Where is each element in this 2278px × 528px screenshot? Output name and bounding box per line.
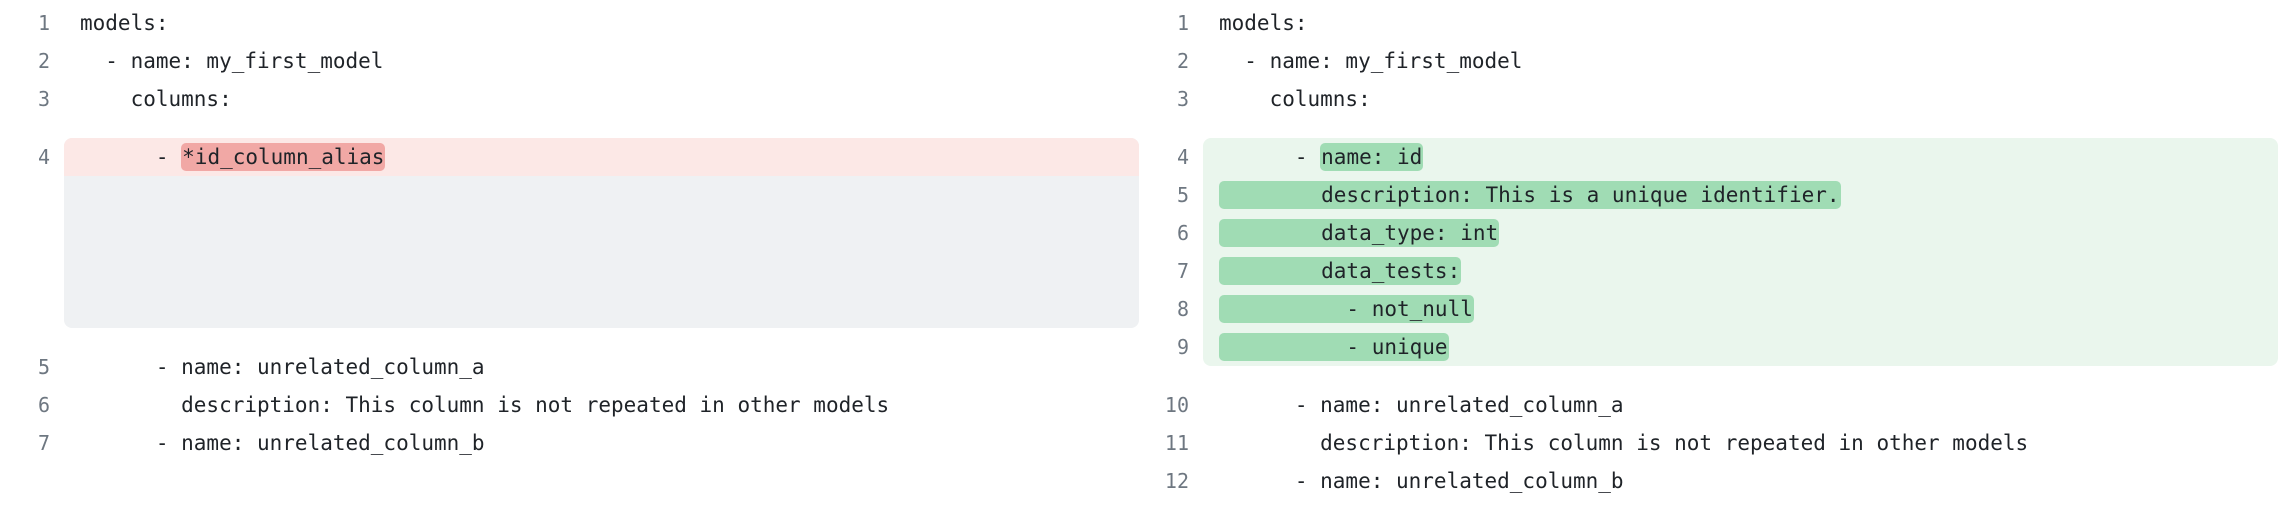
line-text: models: — [80, 11, 169, 35]
line-number: 5 — [37, 355, 50, 379]
code-line[interactable]: 1 models: — [1147, 4, 2278, 42]
line-number: 6 — [37, 393, 50, 417]
line-text: data_tests: — [1203, 252, 1462, 290]
code-line[interactable]: 11 description: This column is not repea… — [1147, 424, 2278, 462]
code-line[interactable]: 2 - name: my_first_model — [8, 42, 1139, 80]
row-spacer — [8, 118, 1139, 138]
added-token: name: id — [1320, 143, 1424, 171]
added-block-surface — [1203, 138, 2278, 366]
line-number: 5 — [1176, 183, 1189, 207]
code-line[interactable]: 12 - name: unrelated_column_b — [1147, 462, 2278, 500]
line-number: 7 — [37, 431, 50, 455]
line-number: 10 — [1164, 393, 1189, 417]
diff-pane-after[interactable]: 1 models: 2 - name: my_first_model 3 col… — [1139, 0, 2278, 528]
code-rows-after: 1 models: 2 - name: my_first_model 3 col… — [1139, 0, 2278, 500]
line-content: description: This is a unique identifier… — [1203, 176, 2278, 214]
line-number: 3 — [1176, 87, 1189, 111]
line-content: description: This column is not repeated… — [64, 386, 1139, 424]
code-line[interactable]: 10 - name: unrelated_column_a — [1147, 386, 2278, 424]
line-text: - name: unrelated_column_a — [80, 355, 485, 379]
deleted-token: *id_column_alias — [181, 143, 386, 171]
line-content: columns: — [64, 80, 1139, 118]
line-content: models: — [1203, 4, 2278, 42]
line-content: - name: unrelated_column_a — [1203, 386, 2278, 424]
line-text: - *id_column_alias — [64, 138, 386, 176]
line-content: description: This column is not repeated… — [1203, 424, 2278, 462]
code-line-deleted[interactable]: 4 - *id_column_alias — [8, 138, 1139, 176]
code-line[interactable]: 7 - name: unrelated_column_b — [8, 424, 1139, 462]
code-line-added[interactable]: 8 - not_null — [1147, 290, 2278, 328]
line-content: - name: unrelated_column_b — [1203, 462, 2278, 500]
line-text: description: This column is not repeated… — [1219, 431, 2029, 455]
line-prefix: - — [80, 145, 182, 169]
line-text: columns: — [1219, 87, 1371, 111]
deleted-block[interactable]: 4 - *id_column_alias — [8, 138, 1139, 328]
code-line-added[interactable]: 7 data_tests: — [1147, 252, 2278, 290]
line-number: 6 — [1176, 221, 1189, 245]
line-content: columns: — [1203, 80, 2278, 118]
added-token: - unique — [1219, 333, 1449, 361]
line-number: 4 — [37, 145, 50, 169]
line-text: - name: unrelated_column_b — [1219, 469, 1624, 493]
added-token: data_tests: — [1219, 257, 1462, 285]
diff-pane-before[interactable]: 1 models: 2 - name: my_first_model 3 col… — [0, 0, 1139, 528]
code-line-added[interactable]: 6 data_type: int — [1147, 214, 2278, 252]
line-content: - name: unrelated_column_a — [64, 348, 1139, 386]
line-text: - name: unrelated_column_a — [1219, 393, 1624, 417]
code-line-added[interactable]: 9 - unique — [1147, 328, 2278, 366]
code-line[interactable]: 5 - name: unrelated_column_a — [8, 348, 1139, 386]
code-rows-before: 1 models: 2 - name: my_first_model 3 col… — [0, 0, 1139, 462]
line-number: 11 — [1164, 431, 1189, 455]
line-text: - name: unrelated_column_b — [80, 431, 485, 455]
line-number: 7 — [1176, 259, 1189, 283]
row-spacer — [8, 328, 1139, 348]
line-text: models: — [1219, 11, 1308, 35]
code-line[interactable]: 3 columns: — [8, 80, 1139, 118]
added-token: data_type: int — [1219, 219, 1500, 247]
added-token: - not_null — [1219, 295, 1474, 323]
code-line[interactable]: 2 - name: my_first_model — [1147, 42, 2278, 80]
line-content: - name: my_first_model — [1203, 42, 2278, 80]
code-line[interactable]: 6 description: This column is not repeat… — [8, 386, 1139, 424]
line-text: - not_null — [1203, 290, 1474, 328]
line-number: 1 — [37, 11, 50, 35]
line-number: 12 — [1164, 469, 1189, 493]
line-content: models: — [64, 4, 1139, 42]
line-text: - name: my_first_model — [1219, 49, 1523, 73]
line-content: - name: id — [1203, 138, 2278, 176]
line-number: 2 — [37, 49, 50, 73]
line-content: - unique — [1203, 328, 2278, 366]
line-number: 1 — [1176, 11, 1189, 35]
line-content: - *id_column_alias — [64, 138, 1139, 176]
deleted-block-filler — [8, 176, 1139, 328]
code-line-added[interactable]: 5 description: This is a unique identifi… — [1147, 176, 2278, 214]
code-line[interactable]: 1 models: — [8, 4, 1139, 42]
line-prefix: - — [1219, 145, 1321, 169]
line-text: - name: id — [1203, 138, 1424, 176]
line-content: data_type: int — [1203, 214, 2278, 252]
line-text: - name: my_first_model — [80, 49, 384, 73]
row-spacer — [1147, 118, 2278, 138]
line-text: description: This is a unique identifier… — [1203, 176, 1841, 214]
line-number: 2 — [1176, 49, 1189, 73]
line-number: 8 — [1176, 297, 1189, 321]
line-text: description: This column is not repeated… — [80, 393, 890, 417]
line-number: 9 — [1176, 335, 1189, 359]
row-spacer — [1147, 366, 2278, 386]
line-text: columns: — [80, 87, 232, 111]
line-number: 4 — [1176, 145, 1189, 169]
added-block[interactable]: 4 - name: id 5 description: This is a un… — [1147, 138, 2278, 366]
line-content: - name: my_first_model — [64, 42, 1139, 80]
line-content: - name: unrelated_column_b — [64, 424, 1139, 462]
line-number: 3 — [37, 87, 50, 111]
line-text: - unique — [1203, 328, 1449, 366]
code-line[interactable]: 3 columns: — [1147, 80, 2278, 118]
added-token: description: This is a unique identifier… — [1219, 181, 1841, 209]
line-content: - not_null — [1203, 290, 2278, 328]
code-line-added[interactable]: 4 - name: id — [1147, 138, 2278, 176]
line-text: data_type: int — [1203, 214, 1500, 252]
line-content: data_tests: — [1203, 252, 2278, 290]
